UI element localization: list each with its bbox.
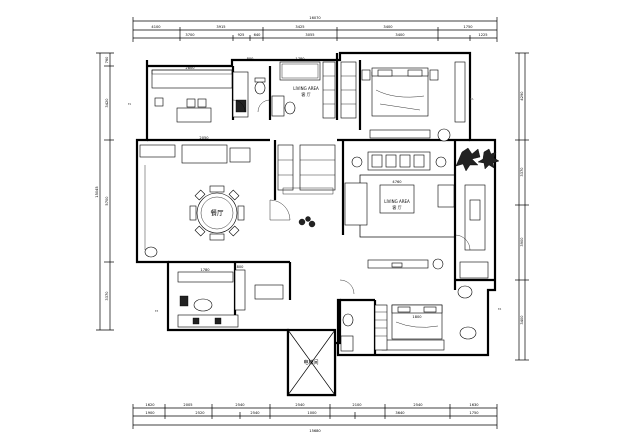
elevator-core: 电梯间: [286, 328, 337, 397]
bedroom-bed-dim: 1800: [412, 315, 422, 319]
top-total-dim: 16070: [309, 16, 321, 20]
living-main-sub-label: 客 厅: [392, 204, 401, 210]
bottom-dim-13: 1750: [469, 411, 479, 415]
living-upper-label: LIVING AREA: [293, 86, 319, 91]
lower-bedroom-note: E4: [498, 307, 502, 311]
bottom-total-dim: 15680: [309, 429, 321, 433]
bottom-dim-7: 1630: [469, 403, 479, 407]
bottom-dim-8: 1900: [145, 411, 155, 415]
living-main-label: LIVING AREA: [384, 199, 410, 204]
left-dim-2: 3420: [105, 98, 109, 108]
right-dim-1: 4290: [520, 91, 524, 101]
left-dim-1: 760: [105, 56, 109, 64]
top-dim-3: 3425: [295, 25, 304, 29]
left-total-dim: 15045: [95, 186, 99, 197]
lower-left-rooms: 1780 800 E3: [155, 265, 284, 328]
top-dim-7: 925: [238, 33, 245, 37]
bottom-dimension-lines: 1620 2005 2540 2540 2100 2540 1630 1900 …: [132, 403, 498, 433]
dining-room: 餐厅: [144, 165, 245, 258]
right-dim-2: 3370: [520, 167, 524, 177]
bottom-dim-10: 2540: [250, 411, 260, 415]
right-dim-4: 3400: [520, 315, 524, 325]
storage-middle: [139, 144, 336, 228]
bath-top-dim: 1780: [295, 57, 305, 61]
right-dimension-lines: 4290 3370 3900 3400: [515, 52, 529, 361]
left-dim-4: 3370: [105, 291, 109, 301]
top-dim-5: 1750: [463, 25, 473, 29]
bottom-dim-12: 3640: [395, 411, 405, 415]
top-dim-1: 4100: [151, 25, 161, 29]
right-dim-3: 3900: [520, 237, 524, 247]
living-room: 4760 LIVING AREA 客 厅: [344, 147, 500, 279]
living-upper-sub-label: 客 厅: [301, 91, 310, 97]
lower-kitchen-dim-2: 800: [237, 265, 245, 269]
lower-kitchen-dim: 1780: [200, 268, 210, 272]
top-dimension-lines: 16070 4100 3915 3425 3400 1750 3700 925 …: [132, 16, 498, 42]
bottom-dim-5: 2100: [352, 403, 362, 407]
living-main-size-dim: 4760: [392, 180, 402, 184]
bottom-dim-9: 2520: [195, 411, 205, 415]
bottom-dim-3: 2540: [235, 403, 245, 407]
top-dim-6: 3700: [185, 33, 195, 37]
exterior-walls: [135, 51, 497, 397]
elevator-label: 电梯间: [303, 359, 318, 366]
master-bedroom: EA: [361, 61, 474, 142]
wardrobes-upper: [322, 61, 357, 119]
lower-bedroom: 1800 E4: [340, 285, 502, 352]
bottom-dim-2: 2005: [183, 403, 192, 407]
upper-bathroom: 1780 800 LIVING AREA 客 厅: [235, 57, 321, 117]
kitchen-mid-dim: 2050: [199, 136, 209, 140]
top-dim-8: 640: [254, 33, 262, 37]
top-dim-4: 3400: [383, 25, 393, 29]
kitchen-top-dim: 2800: [185, 66, 195, 70]
left-dimension-lines: 15045 760 3420 5700 3370: [95, 52, 114, 331]
top-dim-11: 1225: [478, 33, 487, 37]
bottom-dim-1: 1620: [145, 403, 155, 407]
bedroom-note: EA: [470, 97, 474, 101]
bottom-dim-6: 2540: [413, 403, 423, 407]
bath-mid-dim: 800: [247, 57, 255, 61]
top-dim-10: 3400: [395, 33, 405, 37]
kitchen-note: E1: [128, 102, 132, 106]
door-swings: [232, 99, 471, 295]
bottom-dim-4: 2540: [295, 403, 305, 407]
dining-label: 餐厅: [211, 208, 225, 217]
left-dim-3: 5700: [105, 196, 109, 206]
top-dim-9: 3055: [305, 33, 314, 37]
lower-left-note: E3: [155, 309, 159, 313]
bottom-dim-11: 1000: [307, 411, 317, 415]
top-dim-2: 3915: [216, 25, 225, 29]
